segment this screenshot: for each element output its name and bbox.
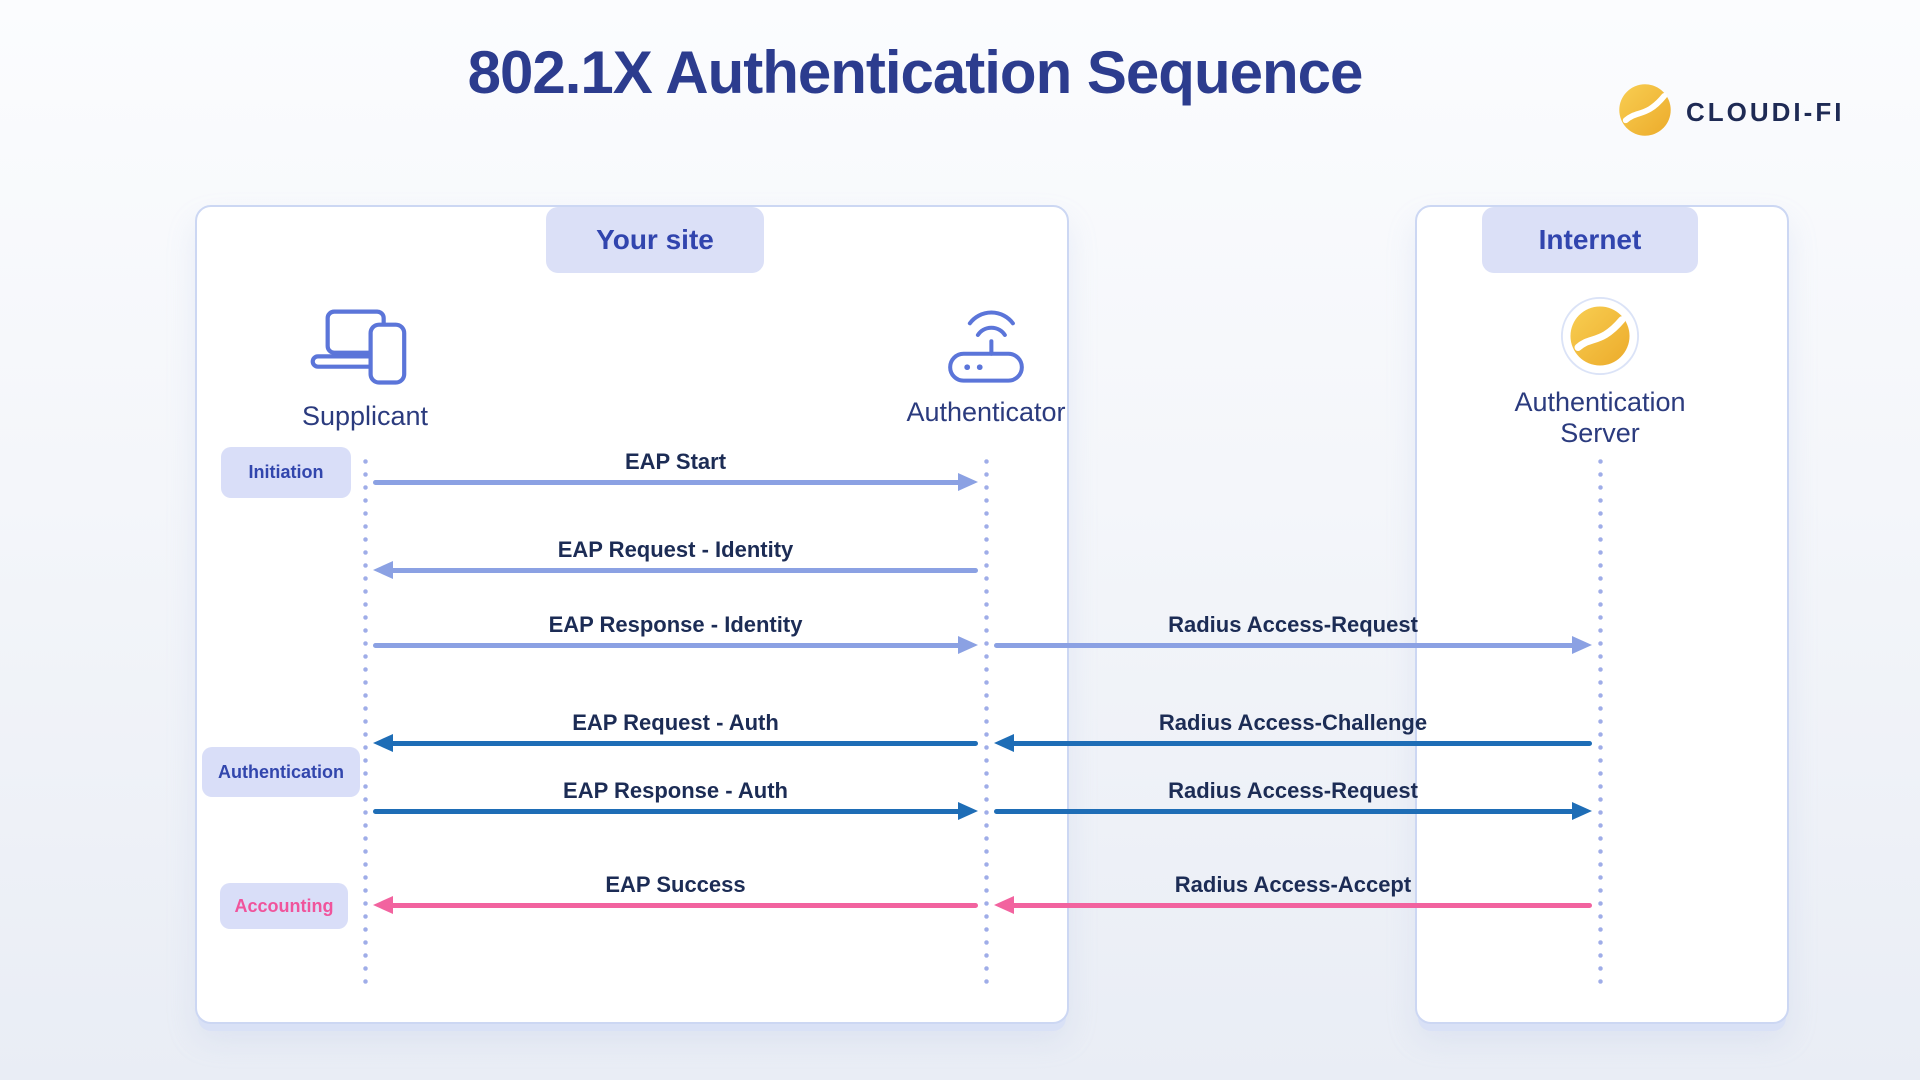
message-label: EAP Success — [605, 872, 746, 897]
arrowhead-right-icon — [958, 636, 978, 654]
phase-badge-accounting: Accounting — [220, 883, 348, 929]
cloudifi-swoosh-icon — [1618, 83, 1672, 142]
lifeline-authenticator — [983, 455, 989, 985]
message-label: EAP Request - Auth — [572, 710, 779, 735]
devices-icon — [307, 306, 423, 395]
brand-logo: CLOUDI-FI — [1618, 83, 1844, 142]
message-arrow — [387, 902, 978, 908]
message-label: Radius Access-Challenge — [1158, 710, 1428, 735]
brand-name: CLOUDI-FI — [1686, 97, 1845, 127]
message-arrow — [373, 808, 964, 814]
message-label: EAP Response - Auth — [563, 778, 788, 803]
message-label: EAP Response - Identity — [548, 612, 803, 637]
access-point-icon — [931, 300, 1041, 391]
message-arrow — [387, 567, 978, 573]
entity-authentication-server: Authentication Server — [1500, 296, 1700, 449]
message-label: Radius Access-Request — [1168, 778, 1418, 803]
entity-authenticator: Authenticator — [906, 300, 1066, 428]
message-label: EAP Start — [624, 449, 727, 474]
page-title: 802.1X Authentication Sequence — [467, 39, 1364, 106]
zone-badge-your-site: Your site — [546, 207, 764, 273]
entity-label-authentication-server: Authentication Server — [1514, 387, 1686, 449]
message-arrow — [387, 740, 978, 746]
message-arrow — [1008, 902, 1592, 908]
arrowhead-right-icon — [1572, 636, 1592, 654]
arrowhead-left-icon — [373, 561, 393, 579]
arrowhead-right-icon — [958, 473, 978, 491]
arrowhead-left-icon — [994, 734, 1014, 752]
arrowhead-left-icon — [994, 896, 1014, 914]
message-label: EAP Request - Identity — [557, 537, 794, 562]
entity-label-authenticator: Authenticator — [906, 397, 1066, 427]
arrowhead-left-icon — [373, 734, 393, 752]
zone-badge-internet: Internet — [1482, 207, 1698, 273]
phase-badge-authentication: Authentication — [202, 747, 360, 797]
message-arrow — [994, 642, 1578, 648]
message-label: Radius Access-Request — [1168, 612, 1418, 637]
arrowhead-right-icon — [1572, 802, 1592, 820]
entity-label-supplicant: Supplicant — [301, 401, 429, 431]
phase-badge-initiation: Initiation — [221, 447, 351, 498]
message-arrow — [1008, 740, 1592, 746]
lifeline-server — [1597, 455, 1603, 985]
message-arrow — [994, 808, 1578, 814]
entity-supplicant: Supplicant — [300, 306, 430, 432]
message-label: Radius Access-Accept — [1174, 872, 1412, 897]
message-arrow — [373, 642, 964, 648]
message-arrow — [373, 479, 964, 485]
arrowhead-left-icon — [373, 896, 393, 914]
lifeline-supplicant — [362, 455, 368, 985]
arrowhead-right-icon — [958, 802, 978, 820]
cloudifi-logo-icon — [1560, 296, 1640, 381]
